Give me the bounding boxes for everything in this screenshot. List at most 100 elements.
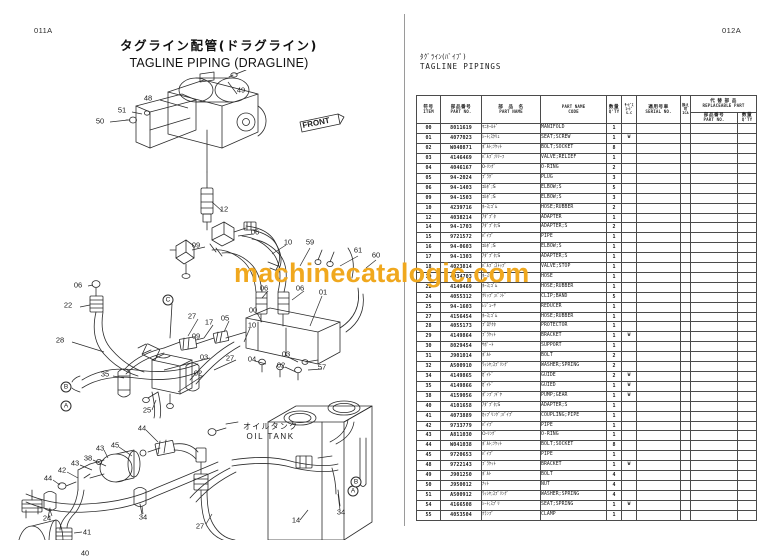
cell-part-name-en: CLIP;BAND	[540, 291, 607, 303]
diagram-callout: 05	[220, 313, 230, 323]
cell-replaceable-qty	[737, 212, 757, 224]
cell-ica	[680, 509, 691, 521]
cell-serial-no	[636, 470, 681, 481]
cell-service-code	[621, 470, 637, 481]
cell-qty: 2	[606, 222, 622, 234]
cell-qty: 1	[606, 341, 622, 353]
cell-part-name-jp: ﾌﾞﾗｹｯﾄ	[481, 460, 541, 472]
cell-ica	[680, 162, 691, 174]
cell-part-name-jp: ﾌﾞﾗｹｯﾄ	[481, 331, 541, 343]
cell-replaceable-qty	[737, 281, 757, 293]
diagram-callout: 40	[80, 548, 90, 558]
cell-part-name-en: O-RING	[540, 430, 607, 442]
cell-item: 54	[416, 499, 441, 511]
cell-replaceable-part-no	[690, 133, 738, 145]
cell-service-code	[621, 262, 637, 273]
cell-qty: 2	[606, 351, 622, 363]
cell-ica	[680, 301, 691, 313]
cell-service-code	[621, 509, 637, 521]
cell-service-code	[621, 361, 637, 373]
cell-part-name-jp: ｶｯﾌﾟﾘﾝｸﾞ;ﾊﾟｲﾌﾟ	[481, 410, 541, 422]
cell-part-name-jp: ﾚｼﾞｭｰｻ	[481, 301, 541, 313]
cell-ica	[680, 499, 691, 511]
diagram-callout: 09	[191, 240, 201, 250]
cell-part-name-jp: ﾎﾞﾙﾄ;ｿｹｯﾄ	[481, 143, 541, 155]
parts-diagram: FRONT	[0, 70, 404, 558]
cell-qty: 4	[606, 489, 622, 501]
cell-serial-no	[636, 440, 681, 452]
diagram-callout: 44	[43, 473, 53, 483]
diagram-callout: 09	[191, 331, 201, 341]
cell-replaceable-qty	[737, 252, 757, 264]
cell-part-name-jp: ﾊﾟｲﾌﾟ	[481, 420, 541, 432]
cell-replaceable-qty	[737, 153, 757, 164]
cell-replaceable-part-no	[690, 291, 738, 303]
cell-part-no: J950012	[440, 479, 482, 491]
cell-serial-no	[636, 410, 681, 422]
cell-ica	[680, 281, 691, 293]
cell-replaceable-part-no	[690, 252, 738, 264]
cell-qty: 1	[606, 450, 622, 462]
cell-part-name-jp: ﾜｯｼﾔ;ｽﾌﾟﾘﾝｸﾞ	[481, 361, 541, 373]
oil-tank-label-jp: オイルタンク	[243, 422, 299, 431]
diagram-callout: 10	[283, 237, 293, 247]
cell-replaceable-part-no	[690, 341, 738, 353]
diagram-callout: 17	[204, 317, 214, 327]
cell-serial-no	[636, 281, 681, 293]
cell-part-name-jp: ﾌﾟﾛﾃｸﾀ	[481, 321, 541, 333]
cell-service-code	[621, 410, 637, 422]
cell-item: 17	[416, 252, 441, 264]
cell-item: 00	[416, 123, 441, 135]
cell-part-no: 4053504	[440, 509, 482, 521]
cell-serial-no	[636, 430, 681, 442]
cell-item: 19	[416, 271, 441, 283]
cell-part-name-en: CLAMP	[540, 509, 607, 521]
cell-serial-no	[636, 271, 681, 283]
cell-item: 38	[416, 390, 441, 402]
cell-part-no: A811030	[440, 430, 482, 442]
cell-part-name-en: ELBOW;S	[540, 242, 607, 254]
cell-part-no: W041038	[440, 440, 482, 452]
cell-ica	[680, 479, 691, 491]
